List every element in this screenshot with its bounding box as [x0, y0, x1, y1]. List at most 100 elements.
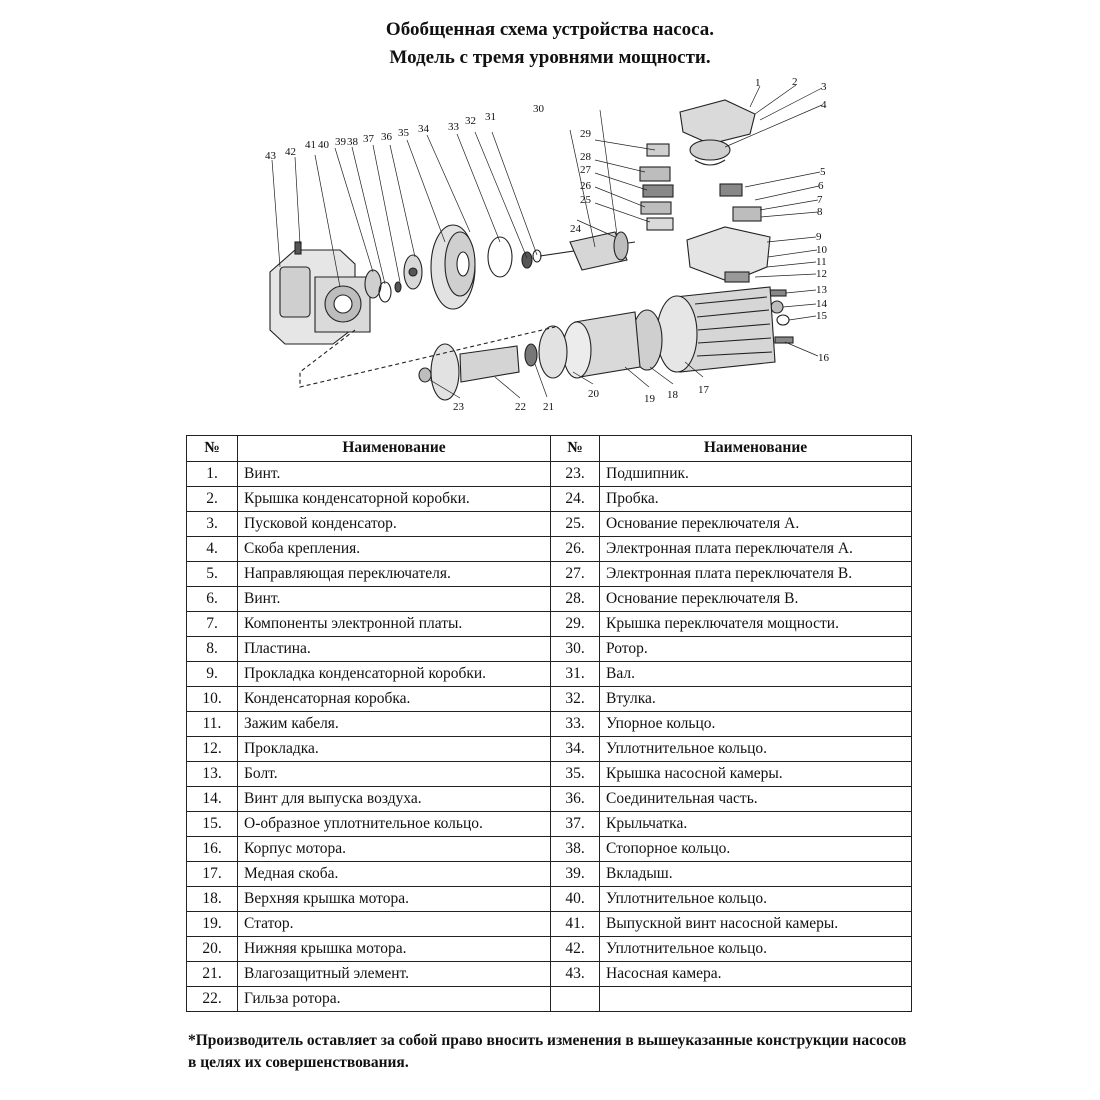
label-20: 20	[588, 388, 600, 400]
row-name-left: Болт.	[237, 761, 551, 787]
header-num-left: №	[186, 435, 238, 462]
label-12: 12	[816, 268, 827, 280]
row-num-left: 4.	[186, 536, 238, 562]
parts-table: № Наименование № Наименование 1.Винт.23.…	[186, 435, 912, 1012]
row-num-left: 17.	[186, 861, 238, 887]
footnote: *Производитель оставляет за собой право …	[188, 1032, 907, 1071]
row-name-left: Конденсаторная коробка.	[237, 686, 551, 712]
diagram-part-labels: 1 2 3 4 5 6 7 8 9 10 11 12 13 14 15 16 1…	[265, 76, 830, 413]
label-34: 34	[418, 123, 430, 135]
label-29: 29	[580, 128, 592, 140]
table-row: 2.Крышка конденсаторной коробки.24.Пробк…	[186, 486, 912, 512]
label-8: 8	[817, 206, 823, 218]
row-num-right: 36.	[550, 786, 600, 812]
row-name-right: Уплотнительное кольцо.	[599, 736, 912, 762]
row-num-right: 42.	[550, 936, 600, 962]
row-num-right: 29.	[550, 611, 600, 637]
row-name-left: Прокладка.	[237, 736, 551, 762]
label-36: 36	[381, 131, 393, 143]
label-39: 39	[335, 136, 347, 148]
row-name-left: Статор.	[237, 911, 551, 937]
label-15: 15	[816, 310, 828, 322]
label-26: 26	[580, 180, 592, 192]
row-num-left: 3.	[186, 511, 238, 537]
label-40: 40	[318, 139, 330, 151]
label-14: 14	[816, 298, 828, 310]
row-num-left: 13.	[186, 761, 238, 787]
row-name-right: Упорное кольцо.	[599, 711, 912, 737]
row-name-left: Медная скоба.	[237, 861, 551, 887]
row-name-right: Уплотнительное кольцо.	[599, 886, 912, 912]
row-name-right: Вкладыш.	[599, 861, 912, 887]
row-name-left: О-образное уплотнительное кольцо.	[237, 811, 551, 837]
row-num-left: 16.	[186, 836, 238, 862]
row-name-right: Основание переключателя А.	[599, 511, 912, 537]
table-row: 9.Прокладка конденсаторной коробки.31.Ва…	[186, 661, 912, 687]
label-6: 6	[818, 180, 824, 192]
row-num-right: 37.	[550, 811, 600, 837]
table-row: 20.Нижняя крышка мотора.42.Уплотнительно…	[186, 936, 912, 962]
table-row: 13.Болт.35.Крышка насосной камеры.	[186, 761, 912, 787]
label-2: 2	[792, 76, 798, 88]
row-num-left: 7.	[186, 611, 238, 637]
label-33: 33	[448, 121, 460, 133]
label-18: 18	[667, 389, 679, 401]
table-row: 11.Зажим кабеля.33.Упорное кольцо.	[186, 711, 912, 737]
row-name-left: Корпус мотора.	[237, 836, 551, 862]
row-num-right	[550, 986, 600, 1012]
row-num-left: 15.	[186, 811, 238, 837]
row-name-right: Ротор.	[599, 636, 912, 662]
table-row: 15.О-образное уплотнительное кольцо.37.К…	[186, 811, 912, 837]
row-name-right: Уплотнительное кольцо.	[599, 936, 912, 962]
row-name-left: Скоба крепления.	[237, 536, 551, 562]
row-num-right: 34.	[550, 736, 600, 762]
row-name-right: Крышка насосной камеры.	[599, 761, 912, 787]
row-name-right	[599, 986, 912, 1012]
row-name-left: Винт.	[237, 461, 551, 487]
row-name-right: Пробка.	[599, 486, 912, 512]
row-num-right: 33.	[550, 711, 600, 737]
table-row: 17.Медная скоба.39.Вкладыш.	[186, 861, 912, 887]
label-21: 21	[543, 401, 554, 413]
row-num-right: 23.	[550, 461, 600, 487]
row-num-left: 5.	[186, 561, 238, 587]
label-7: 7	[817, 194, 823, 206]
row-num-right: 30.	[550, 636, 600, 662]
label-1: 1	[755, 77, 761, 89]
row-num-left: 8.	[186, 636, 238, 662]
label-37: 37	[363, 133, 375, 145]
table-row: 8.Пластина.30.Ротор.	[186, 636, 912, 662]
row-name-right: Основание переключателя В.	[599, 586, 912, 612]
row-num-right: 35.	[550, 761, 600, 787]
row-num-left: 9.	[186, 661, 238, 687]
row-name-left: Пластина.	[237, 636, 551, 662]
label-43: 43	[265, 150, 277, 162]
label-30: 30	[533, 103, 545, 115]
row-num-right: 25.	[550, 511, 600, 537]
row-name-right: Соединительная часть.	[599, 786, 912, 812]
row-name-right: Крышка переключателя мощности.	[599, 611, 912, 637]
row-num-left: 2.	[186, 486, 238, 512]
label-17: 17	[698, 384, 710, 396]
table-header-row: № Наименование № Наименование	[186, 435, 912, 462]
row-num-right: 28.	[550, 586, 600, 612]
row-num-right: 26.	[550, 536, 600, 562]
label-23: 23	[453, 401, 465, 413]
row-name-left: Крышка конденсаторной коробки.	[237, 486, 551, 512]
table-row: 7.Компоненты электронной платы.29.Крышка…	[186, 611, 912, 637]
header-name-right: Наименование	[599, 435, 912, 462]
row-name-right: Втулка.	[599, 686, 912, 712]
table-row: 21.Влагозащитный элемент.43.Насосная кам…	[186, 961, 912, 987]
row-num-left: 14.	[186, 786, 238, 812]
row-name-left: Направляющая переключателя.	[237, 561, 551, 587]
label-16: 16	[818, 352, 830, 364]
row-num-right: 27.	[550, 561, 600, 587]
row-num-left: 22.	[186, 986, 238, 1012]
parts-table-body: 1.Винт.23.Подшипник.2.Крышка конденсатор…	[186, 461, 912, 1012]
label-32: 32	[465, 115, 476, 127]
table-row: 18.Верхняя крышка мотора.40.Уплотнительн…	[186, 886, 912, 912]
pump-chamber-drawing	[269, 241, 371, 345]
label-24: 24	[570, 223, 582, 235]
table-row: 5.Направляющая переключателя.27.Электрон…	[186, 561, 912, 587]
row-num-right: 38.	[550, 836, 600, 862]
